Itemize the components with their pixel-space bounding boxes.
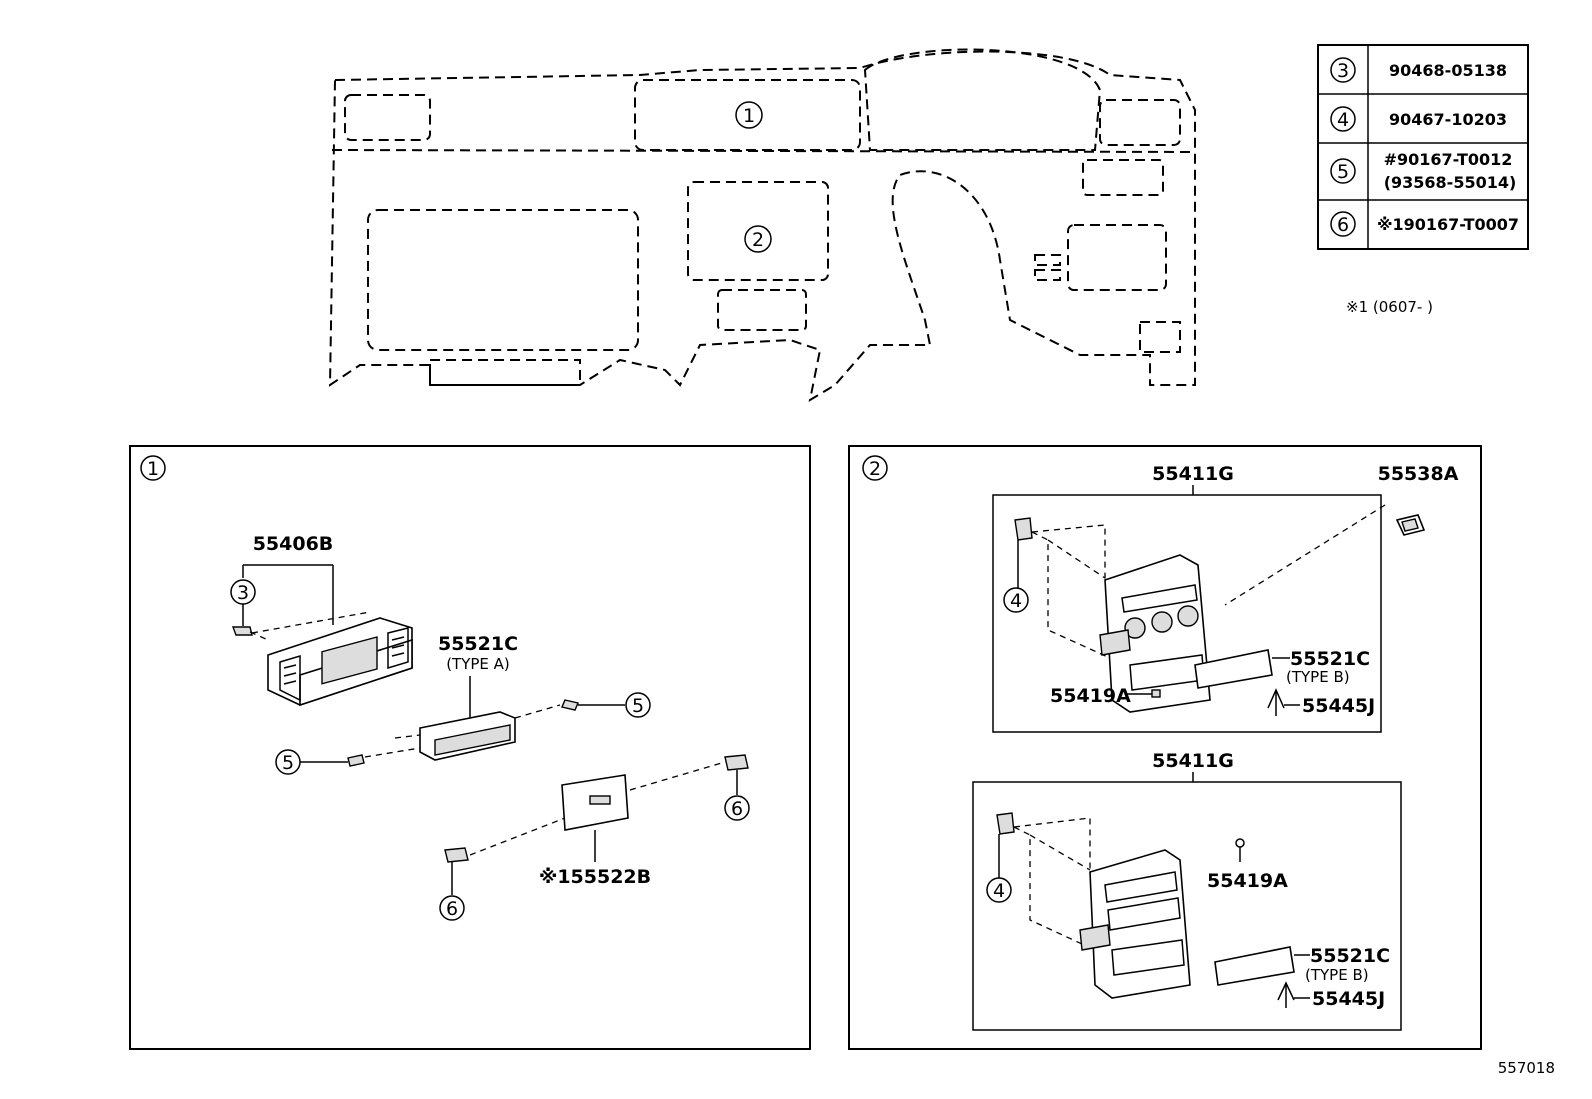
footnote: ※1 (0607- ) bbox=[1346, 298, 1433, 316]
table-ref: 6 bbox=[1337, 214, 1349, 236]
label-55521C-lower: 55521C bbox=[1310, 945, 1390, 967]
part-55538A-bracket bbox=[1395, 514, 1426, 536]
label-55411G-lower: 55411G bbox=[1152, 750, 1234, 772]
label-55411G-upper: 55411G bbox=[1152, 463, 1234, 485]
label-55419A-lower: 55419A bbox=[1207, 870, 1288, 892]
overview-callout-2: 2 bbox=[752, 229, 764, 251]
panel-2-callout: 2 bbox=[869, 458, 881, 480]
screw-6b bbox=[444, 847, 469, 863]
clip-90468 bbox=[231, 626, 253, 636]
dashboard-outline bbox=[328, 50, 1196, 403]
label-55521C-a-type: (TYPE A) bbox=[446, 655, 510, 673]
part-55411G-lower-center-panel bbox=[1079, 849, 1191, 999]
table-row: 5 #90167-T0012 (93568-55014) bbox=[1330, 150, 1517, 192]
panel-1: 1 55406B 3 55521C (TYPE A) 5 bbox=[129, 445, 811, 1050]
center-cluster bbox=[687, 181, 829, 281]
label-55521C-upper: 55521C bbox=[1290, 648, 1370, 670]
panel-2: 2 55538A 55411G 4 bbox=[848, 445, 1482, 1050]
table-part-number: ※190167-T0007 bbox=[1377, 215, 1519, 234]
table-alt-part-number: (93568-55014) bbox=[1384, 173, 1517, 192]
overview-callout-1-circle bbox=[735, 101, 763, 129]
label-55419A-upper: 55419A bbox=[1050, 685, 1131, 707]
fastener-table: 3 90468-05138 4 90467-10203 5 #90167-T00… bbox=[1317, 44, 1529, 250]
overview-callout-2-circle bbox=[744, 225, 772, 253]
overview-callout-1: 1 bbox=[743, 105, 755, 127]
right-bottom-box bbox=[1139, 321, 1181, 353]
part-55419A-lower bbox=[1235, 838, 1245, 848]
left-vent bbox=[344, 94, 431, 141]
part-55521C-upper bbox=[1194, 649, 1273, 689]
right-small-switch-1 bbox=[1034, 254, 1061, 266]
panel-1-callout: 1 bbox=[147, 458, 159, 480]
label-55445J-upper: 55445J bbox=[1302, 695, 1375, 717]
table-ref: 4 bbox=[1337, 109, 1349, 131]
table-row: 4 90467-10203 bbox=[1330, 106, 1507, 132]
part-55522B-switch-bezel bbox=[561, 774, 629, 831]
right-small-switch-2 bbox=[1034, 269, 1061, 281]
clip-4-lower bbox=[996, 812, 1015, 835]
ref-3: 3 bbox=[237, 582, 249, 604]
table-ref: 3 bbox=[1337, 60, 1349, 82]
ref-4-lower: 4 bbox=[993, 880, 1005, 902]
part-55411G-upper-center-panel bbox=[1099, 554, 1211, 713]
right-switch-panel bbox=[1082, 159, 1164, 196]
label-55521C-a: 55521C bbox=[438, 633, 518, 655]
right-lower-panel bbox=[1067, 224, 1167, 291]
table-part-number: #90167-T0012 bbox=[1384, 150, 1513, 169]
label-55406B: 55406B bbox=[253, 533, 334, 555]
part-55521C-pocket-a bbox=[419, 711, 516, 761]
ref-5a: 5 bbox=[632, 695, 644, 717]
table-row: 3 90468-05138 bbox=[1330, 57, 1507, 83]
meter-hood bbox=[863, 48, 1102, 151]
lower-subassembly: 55411G 4 55419A 55521C (TYPE B) bbox=[972, 750, 1402, 1031]
lower-center-opening bbox=[717, 289, 807, 331]
part-55521C-lower bbox=[1214, 946, 1295, 986]
upper-subassembly: 55411G 4 55521C (TYPE B) bbox=[992, 463, 1386, 733]
ref-4-upper: 4 bbox=[1010, 590, 1022, 612]
left-bottom-box bbox=[429, 359, 581, 386]
label-55521C-upper-type: (TYPE B) bbox=[1286, 668, 1350, 686]
ref-5b: 5 bbox=[282, 752, 294, 774]
diagram-id: 557018 bbox=[1498, 1059, 1555, 1077]
part-55445J-lower bbox=[1277, 981, 1295, 1008]
label-55522B: ※155522B bbox=[539, 866, 651, 888]
part-55419A-upper bbox=[1151, 689, 1161, 698]
table-part-number: 90467-10203 bbox=[1389, 110, 1507, 129]
label-55445J-lower: 55445J bbox=[1312, 988, 1385, 1010]
label-55538A: 55538A bbox=[1378, 463, 1459, 485]
dashboard-overview: 1 2 bbox=[328, 48, 1196, 403]
table-part-number: 90468-05138 bbox=[1389, 61, 1507, 80]
screw-6a bbox=[724, 754, 749, 771]
table-row: 6 ※190167-T0007 bbox=[1330, 211, 1519, 237]
right-vent bbox=[1099, 99, 1181, 146]
label-55521C-lower-type: (TYPE B) bbox=[1305, 966, 1369, 984]
screw-5a bbox=[561, 699, 579, 711]
glovebox bbox=[367, 209, 639, 351]
table-ref: 5 bbox=[1337, 161, 1349, 183]
ref-6a: 6 bbox=[731, 798, 743, 820]
part-55445J-upper bbox=[1267, 688, 1285, 716]
screw-5b bbox=[347, 754, 365, 767]
ref-6b: 6 bbox=[446, 898, 458, 920]
clip-4-upper bbox=[1014, 517, 1033, 541]
part-55406B-vent-housing bbox=[267, 617, 413, 707]
center-vent-area bbox=[634, 79, 861, 151]
